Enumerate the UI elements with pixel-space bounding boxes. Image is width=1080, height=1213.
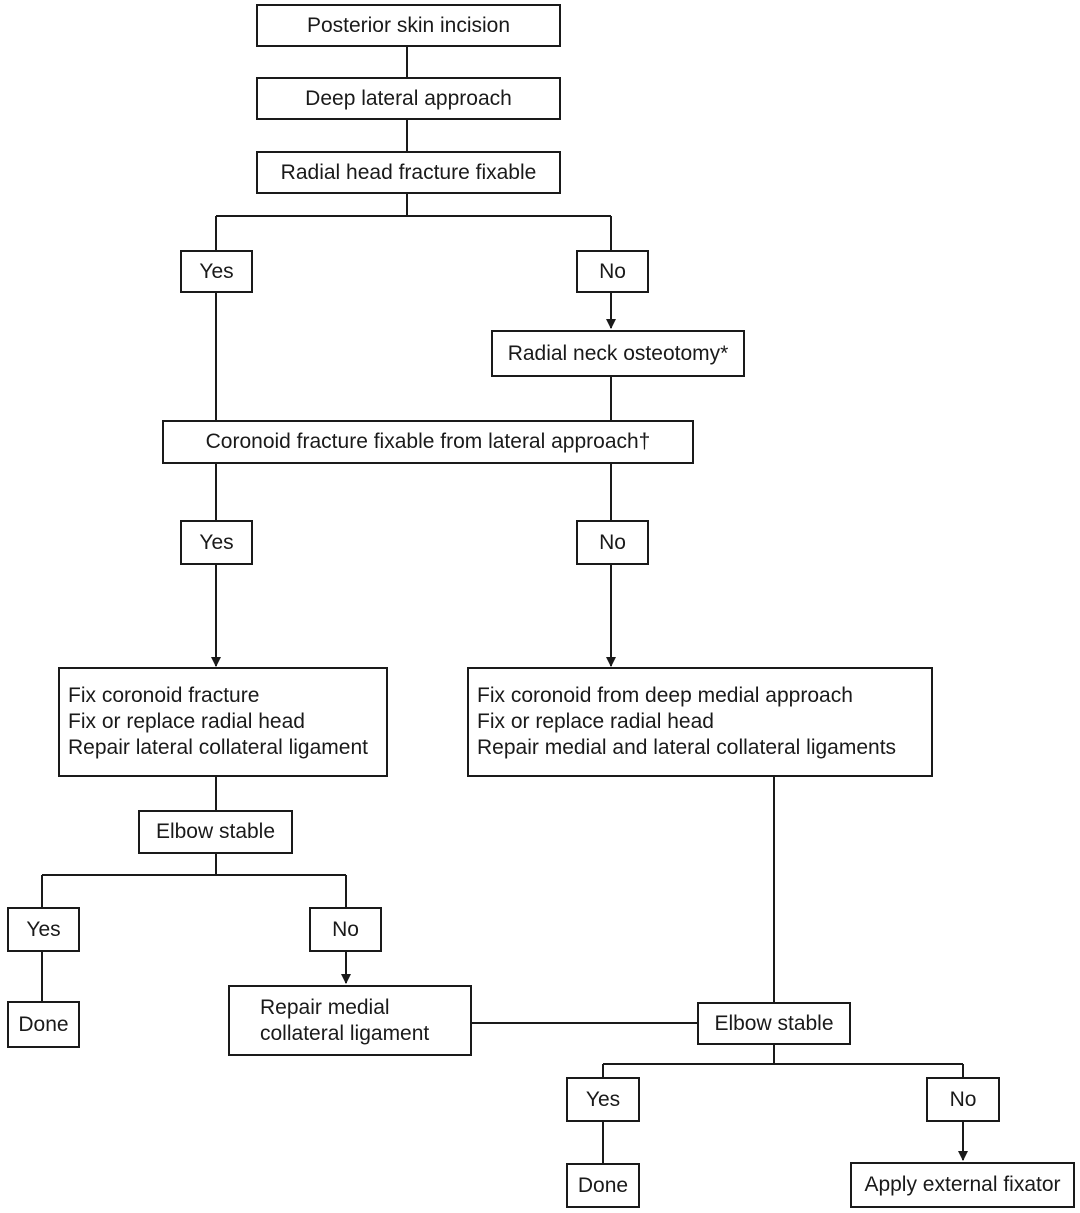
node-no-coronoid: No bbox=[576, 520, 649, 565]
node-coronoid-fixable: Coronoid fracture fixable from lateral a… bbox=[162, 420, 694, 464]
node-no-elbow-medial: No bbox=[926, 1077, 1000, 1122]
node-medial-treatment: Fix coronoid from deep medial approach F… bbox=[467, 667, 933, 777]
node-label: No bbox=[599, 259, 626, 283]
node-label: Done bbox=[577, 1173, 629, 1197]
node-label: No bbox=[332, 917, 359, 941]
node-label: Apply external fixator bbox=[864, 1173, 1061, 1196]
node-apply-external-fixator: Apply external fixator bbox=[850, 1162, 1075, 1208]
node-label: Yes bbox=[26, 917, 61, 941]
node-label: Coronoid fracture fixable from lateral a… bbox=[205, 430, 651, 453]
node-done-lateral: Done bbox=[7, 1001, 80, 1048]
node-no-elbow-lateral: No bbox=[309, 907, 382, 952]
node-label: No bbox=[599, 530, 626, 554]
node-posterior-skin-incision: Posterior skin incision bbox=[256, 4, 561, 47]
repair-line: Repair medial bbox=[260, 995, 390, 1019]
node-label: No bbox=[949, 1087, 977, 1111]
node-no-radial-head: No bbox=[576, 250, 649, 293]
treatment-line: Fix coronoid from deep medial approach bbox=[477, 684, 853, 707]
node-label: Posterior skin incision bbox=[306, 13, 511, 37]
node-label: Radial neck osteotomy* bbox=[507, 341, 729, 365]
node-yes-elbow-medial: Yes bbox=[566, 1077, 640, 1122]
node-radial-neck-osteotomy: Radial neck osteotomy* bbox=[491, 330, 745, 377]
node-label: Yes bbox=[585, 1087, 621, 1111]
node-label: Yes bbox=[199, 530, 234, 554]
node-label: Elbow stable bbox=[155, 820, 276, 843]
node-yes-elbow-lateral: Yes bbox=[7, 907, 80, 952]
node-radial-head-fixable: Radial head fracture fixable bbox=[256, 151, 561, 194]
node-lateral-treatment: Fix coronoid fracture Fix or replace rad… bbox=[58, 667, 388, 777]
node-label: Radial head fracture fixable bbox=[280, 160, 537, 184]
node-yes-coronoid: Yes bbox=[180, 520, 253, 565]
node-label: Done bbox=[18, 1012, 69, 1036]
node-elbow-stable-lateral: Elbow stable bbox=[138, 810, 293, 854]
node-label: Yes bbox=[199, 259, 234, 283]
treatment-line: Repair medial and lateral collateral lig… bbox=[477, 736, 897, 759]
treatment-line: Fix or replace radial head bbox=[477, 710, 714, 733]
node-elbow-stable-medial: Elbow stable bbox=[697, 1002, 851, 1045]
node-yes-radial-head: Yes bbox=[180, 250, 253, 293]
node-label: Elbow stable bbox=[714, 1011, 834, 1035]
treatment-line: Fix coronoid fracture bbox=[68, 684, 260, 707]
node-deep-lateral-approach: Deep lateral approach bbox=[256, 77, 561, 120]
treatment-line: Repair lateral collateral ligament bbox=[68, 736, 368, 759]
treatment-line: Fix or replace radial head bbox=[68, 710, 305, 733]
node-done-medial: Done bbox=[566, 1163, 640, 1208]
node-repair-mcl: Repair medial collateral ligament bbox=[228, 985, 472, 1056]
node-label: Deep lateral approach bbox=[305, 86, 512, 110]
repair-line: collateral ligament bbox=[260, 1021, 430, 1045]
